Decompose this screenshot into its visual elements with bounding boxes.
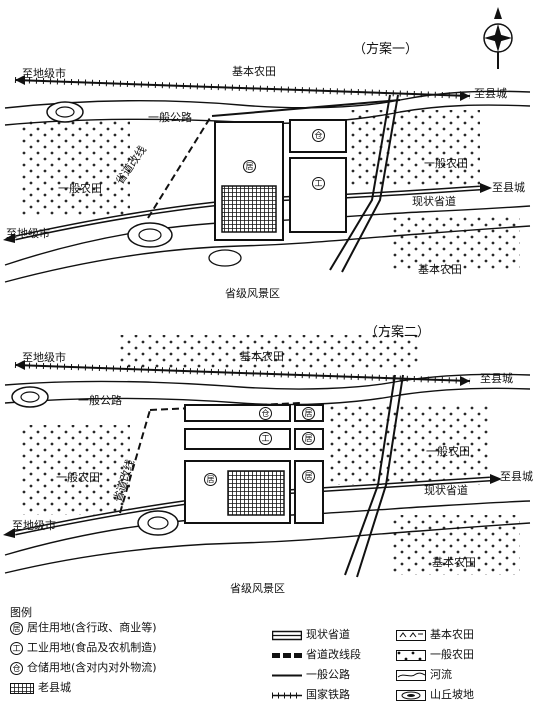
plan2-to-county-top: 至县城 [480, 372, 513, 385]
legend-industrial-label: 工业用地(食品及农机制造) [27, 641, 157, 654]
plan1-basic-farmland-bottom: 基本农田 [418, 263, 462, 276]
legend: 图例 居居住用地(含行政、商业等) 工工业用地(食品及农机制造) 仓仓储用地(含… [0, 604, 536, 704]
legend-residential: 居居住用地(含行政、商业等) [10, 621, 157, 635]
plan1-to-county-top: 至县城 [474, 87, 507, 100]
legend-general-farmland: 一般农田 [396, 648, 474, 661]
legend-general-farmland-label: 一般农田 [430, 648, 474, 661]
plan1-to-prefecture-top: 至地级市 [22, 67, 66, 80]
legend-old-town: 老县城 [10, 681, 71, 694]
plan2-residential-symbol-3: 居 [204, 473, 217, 486]
legend-hill-label: 山丘坡地 [430, 688, 474, 701]
provincial-realign-swatch-icon [272, 652, 302, 658]
legend-existing-provincial-label: 现状省道 [306, 628, 350, 641]
legend-national-railway-label: 国家铁路 [306, 688, 350, 701]
plan1-existing-provincial: 现状省道 [412, 195, 456, 208]
legend-general-road: 一般公路 [272, 668, 350, 681]
plan2-general-farmland-right: 一般农田 [426, 445, 470, 458]
legend-provincial-realign-label: 省道改线段 [306, 648, 361, 661]
plan1-map: （方案一） 基本农田 至地级市 至县城 一般公路 一般农田 省道改线 至地级市 … [0, 0, 536, 300]
plan2-to-prefecture-top: 至地级市 [22, 351, 66, 364]
old-town-swatch-icon [10, 682, 34, 694]
legend-old-town-label: 老县城 [38, 681, 71, 694]
legend-existing-provincial: 现状省道 [272, 628, 350, 641]
plan2-map: （方案二） 基本农田 至地级市 至县城 一般公路 一般农田 省道改线 至地级市 … [0, 315, 536, 600]
compass-icon [483, 7, 513, 69]
plan1-warehouse-symbol: 仓 [312, 129, 325, 142]
legend-title: 图例 [10, 606, 32, 619]
plan2-general-road: 一般公路 [78, 394, 122, 407]
basic-farmland-swatch-icon [396, 629, 426, 641]
plan2-scenic-area: 省级风景区 [230, 582, 285, 595]
plan1-to-prefecture-bottom: 至地级市 [6, 227, 50, 240]
plan1-title: （方案一） [353, 42, 419, 57]
plan2-residential-symbol-4: 居 [302, 470, 315, 483]
legend-basic-farmland: 基本农田 [396, 628, 474, 641]
plan2-to-prefecture-bottom: 至地级市 [12, 519, 56, 532]
plan1-scenic-area: 省级风景区 [225, 287, 280, 300]
legend-industrial: 工工业用地(食品及农机制造) [10, 641, 157, 655]
legend-river-label: 河流 [430, 668, 452, 681]
plan1-to-county-mid: 至县城 [492, 181, 525, 194]
legend-provincial-realign: 省道改线段 [272, 648, 361, 661]
plan2-industrial-symbol: 工 [259, 432, 272, 445]
general-farmland-swatch-icon [396, 649, 426, 661]
plan2-to-county-mid: 至县城 [500, 470, 533, 483]
legend-residential-label: 居住用地(含行政、商业等) [27, 621, 157, 634]
hill-swatch-icon [396, 689, 426, 701]
plan1-general-farmland-left: 一般农田 [58, 182, 102, 195]
plan2-basic-farmland-bottom: 基本农田 [432, 556, 476, 569]
plan1-general-farmland-right: 一般农田 [424, 157, 468, 170]
legend-river: 河流 [396, 668, 452, 681]
plan2-residential-symbol-1: 居 [302, 407, 315, 420]
river-swatch-icon [396, 669, 426, 681]
general-road-swatch-icon [272, 674, 302, 676]
legend-basic-farmland-label: 基本农田 [430, 628, 474, 641]
plan1-residential-symbol: 居 [243, 160, 256, 173]
legend-industrial-symbol: 工 [10, 641, 23, 655]
plan2-existing-provincial: 现状省道 [424, 484, 468, 497]
plan1-industrial-symbol: 工 [312, 177, 325, 190]
plan1-map-graphic [3, 75, 531, 283]
legend-warehouse-label: 仓储用地(含对内对外物流) [27, 661, 157, 674]
legend-national-railway: 国家铁路 [272, 688, 350, 701]
plan2-title: （方案二） [365, 325, 431, 340]
legend-residential-symbol: 居 [10, 621, 23, 635]
plan1-basic-farmland-top: 基本农田 [232, 65, 276, 78]
plan2-residential-symbol-2: 居 [302, 432, 315, 445]
legend-general-road-label: 一般公路 [306, 668, 350, 681]
legend-warehouse-symbol: 仓 [10, 661, 23, 675]
plan1-general-road: 一般公路 [148, 111, 192, 124]
legend-hill: 山丘坡地 [396, 688, 474, 701]
plan2-map-graphic [3, 335, 531, 578]
plan2-basic-farmland-top: 基本农田 [240, 350, 284, 363]
legend-warehouse: 仓仓储用地(含对内对外物流) [10, 661, 157, 675]
existing-provincial-swatch-icon [272, 630, 302, 640]
plan2-warehouse-symbol: 仓 [259, 407, 272, 420]
railway-swatch-icon [272, 692, 302, 698]
plan2-general-farmland-left: 一般农田 [56, 471, 100, 484]
